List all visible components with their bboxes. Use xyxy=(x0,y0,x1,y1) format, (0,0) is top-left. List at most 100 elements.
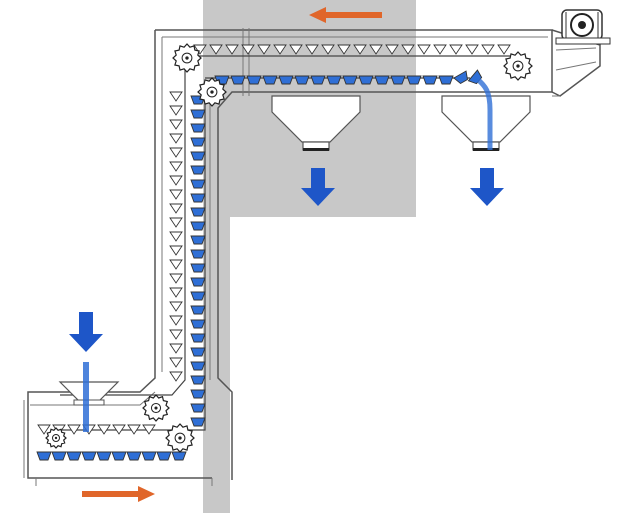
bucket xyxy=(401,44,415,55)
sprocket-top-left xyxy=(172,43,202,73)
bucket xyxy=(67,424,81,435)
bucket xyxy=(169,371,183,382)
chain-line xyxy=(60,56,186,396)
bucket xyxy=(169,287,183,298)
bucket xyxy=(326,75,342,85)
bucket xyxy=(97,424,111,435)
bucket xyxy=(190,249,206,259)
bucket xyxy=(433,44,447,55)
bucket xyxy=(294,75,310,85)
bucket-tipping xyxy=(453,70,468,85)
inlet-arrow xyxy=(69,312,103,352)
bucket xyxy=(305,44,319,55)
bucket xyxy=(406,75,422,85)
bucket xyxy=(156,451,172,461)
bucket xyxy=(190,417,206,427)
bucket xyxy=(37,424,51,435)
bucket xyxy=(262,75,278,85)
bucket xyxy=(190,361,206,371)
bucket xyxy=(374,75,390,85)
bucket xyxy=(190,123,206,133)
discharge-hopper-2 xyxy=(441,95,531,151)
bucket xyxy=(337,44,351,55)
bucket xyxy=(51,451,67,461)
bucket xyxy=(112,424,126,435)
bucket xyxy=(126,451,142,461)
bucket xyxy=(438,75,454,85)
bucket xyxy=(465,44,479,55)
sprocket-axle xyxy=(178,436,182,440)
bucket xyxy=(190,347,206,357)
bucket xyxy=(169,343,183,354)
bucket xyxy=(66,451,82,461)
bucket xyxy=(169,133,183,144)
material-flow-streams xyxy=(83,76,493,432)
bucket xyxy=(169,175,183,186)
bucket xyxy=(278,75,294,85)
bucket-group xyxy=(36,44,511,461)
bucket xyxy=(289,44,303,55)
bucket xyxy=(422,75,438,85)
bucket xyxy=(390,75,406,85)
bucket xyxy=(190,193,206,203)
bucket xyxy=(190,137,206,147)
sprocket-head xyxy=(503,51,533,81)
bucket xyxy=(169,315,183,326)
bucket xyxy=(481,44,495,55)
bucket xyxy=(127,424,141,435)
bucket xyxy=(169,329,183,340)
bucket xyxy=(190,389,206,399)
bucket xyxy=(111,451,127,461)
bucket xyxy=(190,291,206,301)
bucket xyxy=(190,235,206,245)
bucket xyxy=(190,403,206,413)
bucket xyxy=(310,75,326,85)
bucket xyxy=(169,259,183,270)
bucket xyxy=(190,179,206,189)
bucket xyxy=(190,375,206,385)
bucket xyxy=(453,70,468,85)
bucket xyxy=(321,44,335,55)
bucket xyxy=(342,75,358,85)
chain-line xyxy=(60,90,206,431)
sprocket-axle xyxy=(516,64,520,68)
bucket xyxy=(190,165,206,175)
bucket xyxy=(193,44,207,55)
shaded-background-region xyxy=(203,0,416,513)
bucket xyxy=(169,273,183,284)
bucket xyxy=(417,44,431,55)
bucket xyxy=(385,44,399,55)
sprocket-tail xyxy=(45,427,67,449)
bucket xyxy=(369,44,383,55)
bucket xyxy=(169,217,183,228)
sprocket-top-corner xyxy=(197,77,227,107)
drive-motor-icon xyxy=(555,9,611,45)
bucket xyxy=(209,44,223,55)
bucket xyxy=(169,245,183,256)
bucket xyxy=(225,44,239,55)
sprocket-axle xyxy=(154,406,158,410)
bucket xyxy=(497,44,511,55)
bucket xyxy=(190,109,206,119)
bucket xyxy=(190,333,206,343)
bucket xyxy=(353,44,367,55)
bucket xyxy=(169,301,183,312)
direction-arrow-top-left xyxy=(309,7,382,23)
bucket xyxy=(141,451,157,461)
bucket xyxy=(190,151,206,161)
bucket xyxy=(190,319,206,329)
bucket xyxy=(169,357,183,368)
outlet-arrow-2 xyxy=(470,168,504,206)
sprocket-bottom-corner xyxy=(142,394,170,422)
bucket xyxy=(190,207,206,217)
sprocket-axle xyxy=(185,56,189,60)
bucket xyxy=(96,451,112,461)
bucket xyxy=(169,91,183,102)
bucket xyxy=(142,424,156,435)
direction-arrow-bottom-right xyxy=(82,486,155,502)
bucket xyxy=(36,451,52,461)
bucket xyxy=(273,44,287,55)
bucket xyxy=(81,451,97,461)
bucket xyxy=(449,44,463,55)
